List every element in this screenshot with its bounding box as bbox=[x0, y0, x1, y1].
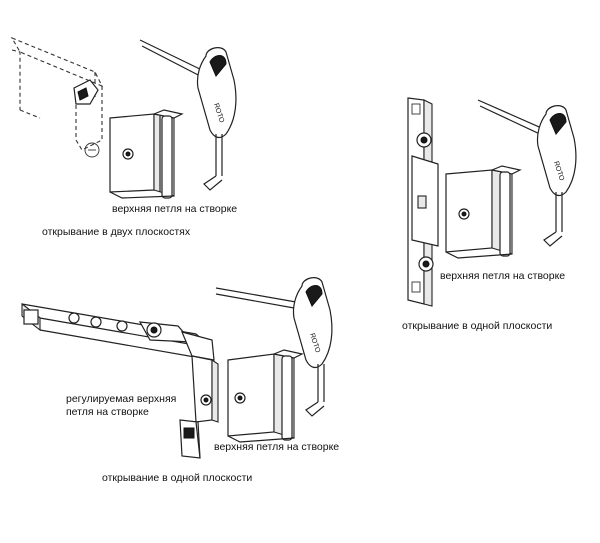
top-left-opening-label: открывание в двух плоскостях bbox=[42, 226, 191, 238]
frame-hinge-part bbox=[73, 79, 99, 105]
right-hinge-plate bbox=[445, 165, 522, 259]
adjustable-hinge-label: регулируемая верхняя петля на створке bbox=[66, 393, 177, 418]
right-vertical-strip bbox=[407, 97, 439, 307]
top-left-hinge-label: верхняя петля на створке bbox=[112, 203, 238, 215]
top-left-hinge-plate bbox=[109, 109, 184, 199]
right-hinge-label: верхняя петля на створке bbox=[440, 270, 566, 282]
bottom-hinge-label: верхняя петля на створке bbox=[214, 441, 340, 453]
bottom-opening-label: открывание в одной плоскости bbox=[102, 472, 253, 484]
bottom-hinge-plate bbox=[227, 349, 304, 443]
top-left-hex-key-tool: ROTO bbox=[139, 39, 237, 191]
adjustable-hinge-arm bbox=[21, 302, 219, 459]
right-opening-label: открывание в одной плоскости bbox=[402, 320, 553, 332]
bottom-hex-key-tool: ROTO bbox=[215, 277, 333, 417]
right-hex-key-tool: ROTO bbox=[477, 99, 577, 247]
